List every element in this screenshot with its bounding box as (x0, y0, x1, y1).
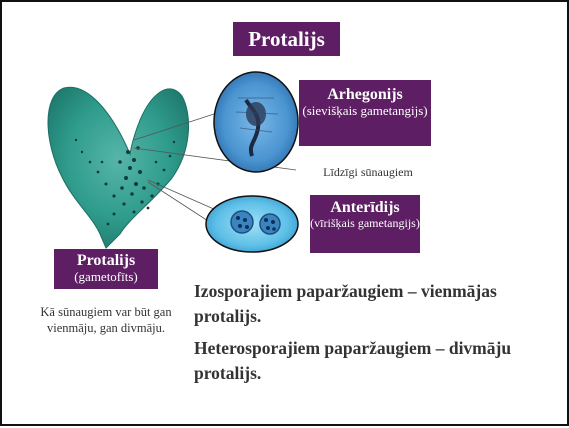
prothallus-note: Kā sūnaugiem var būt gan vienmāju, gan d… (26, 304, 186, 337)
archegonium-photo (214, 72, 298, 172)
heterosporous-statement: Heterosporajiem paparžaugiem – divmāju p… (194, 336, 534, 387)
prothallus-label: Protalijs (gametofīts) (54, 249, 158, 289)
archegonium-label: Arhegonijs (sievišķais gametangijs) (299, 80, 431, 146)
prothallus-desc: (gametofīts) (54, 270, 158, 285)
archegonium-note: Līdzīgi sūnaugiem (298, 165, 438, 180)
prothallus-shape (48, 87, 189, 248)
isosporous-statement: Izosporajiem paparžaugiem – vienmājas pr… (194, 279, 534, 330)
prothallus-name: Protalijs (54, 252, 158, 270)
archegonium-desc: (sievišķais gametangijs) (299, 104, 431, 119)
antheridium-name: Anterīdijs (310, 199, 420, 217)
archegonium-name: Arhegonijs (299, 86, 431, 104)
antheridium-desc: (vīrišķais gametangijs) (310, 217, 420, 231)
antheridium-photo (206, 196, 298, 252)
slide-title: Protalijs (233, 22, 340, 56)
antheridium-label: Anterīdijs (vīrišķais gametangijs) (310, 195, 420, 253)
